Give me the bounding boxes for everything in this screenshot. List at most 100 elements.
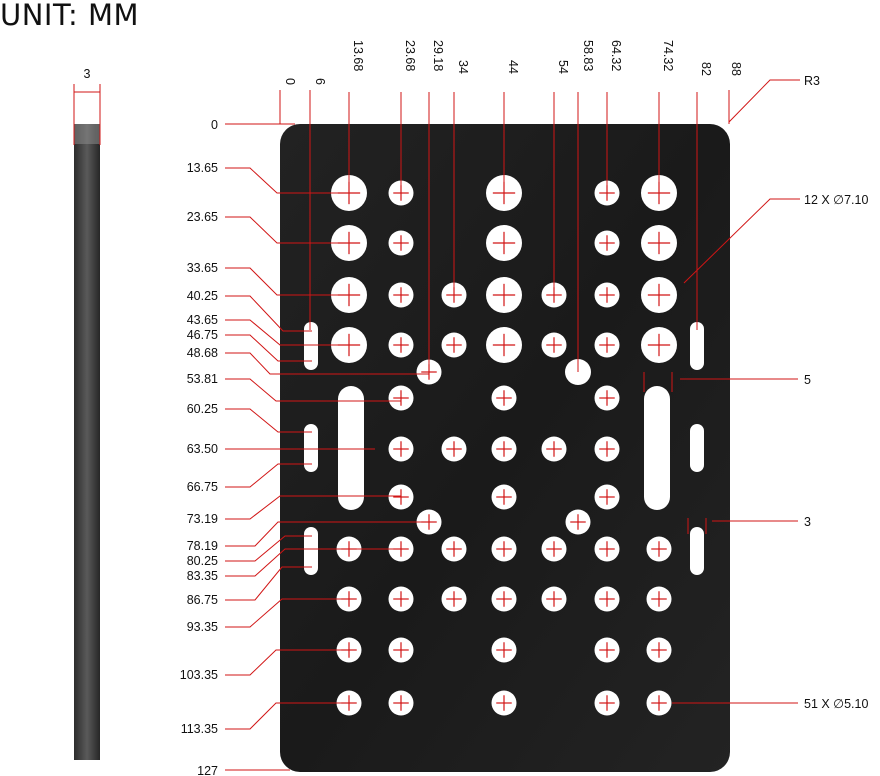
slot <box>304 322 318 370</box>
small-hole <box>594 332 620 358</box>
x-label: 74.32 <box>661 40 675 71</box>
small-hole <box>594 282 620 308</box>
y-label: 40.25 <box>187 289 218 303</box>
small-hole <box>646 690 672 716</box>
small-hole <box>594 637 620 663</box>
side-view-bar <box>74 124 100 760</box>
y-label: 43.65 <box>187 313 218 327</box>
small-hole <box>594 230 620 256</box>
y-label: 63.50 <box>187 442 218 456</box>
slot <box>690 527 704 575</box>
small-hole <box>541 436 567 462</box>
unit-title: UNIT: MM <box>0 0 140 32</box>
small-hole <box>388 282 414 308</box>
small-hole <box>594 690 620 716</box>
small-hole <box>594 385 620 411</box>
small-hole <box>388 637 414 663</box>
y-label: 127 <box>197 764 218 776</box>
holes <box>331 175 677 716</box>
x-label: 23.68 <box>403 40 417 71</box>
x-label: 13.68 <box>351 40 365 71</box>
y-label: 93.35 <box>187 620 218 634</box>
small-hole <box>388 436 414 462</box>
small-hole <box>388 586 414 612</box>
small-hole <box>594 436 620 462</box>
slot <box>338 386 364 510</box>
small-hole <box>441 436 467 462</box>
side-thickness-label: 3 <box>84 67 91 81</box>
y-label: 0 <box>211 118 218 132</box>
small-hole <box>388 690 414 716</box>
y-label: 80.25 <box>187 554 218 568</box>
x-leader-lines <box>279 90 730 372</box>
radius-callout: R3 <box>804 74 820 88</box>
small-hole <box>646 586 672 612</box>
large-hole <box>641 277 677 313</box>
slot <box>690 424 704 472</box>
small-hole <box>541 586 567 612</box>
y-label: 48.68 <box>187 346 218 360</box>
x-label: 82 <box>699 62 713 76</box>
small-holes-callout: 51 X ∅5.10 <box>804 697 868 711</box>
side-view: 3 <box>73 67 101 760</box>
x-dimension-labels: 0 6 13.68 23.68 29.18 34 44 54 58.83 64.… <box>283 40 743 85</box>
x-label: 6 <box>313 78 327 85</box>
x-label: 44 <box>506 60 520 74</box>
small-hole <box>541 332 567 358</box>
small-hole <box>388 385 414 411</box>
x-label: 29.18 <box>431 40 445 71</box>
slot-width-lower-callout: 3 <box>804 515 811 529</box>
small-hole <box>388 332 414 358</box>
small-hole <box>491 536 517 562</box>
large-hole <box>641 327 677 363</box>
plate <box>280 124 730 772</box>
x-label: 64.32 <box>609 40 623 71</box>
y-label: 13.65 <box>187 161 218 175</box>
small-hole <box>491 586 517 612</box>
large-hole <box>641 225 677 261</box>
y-label: 53.81 <box>187 372 218 386</box>
x-label: 0 <box>283 78 297 85</box>
slots <box>304 322 704 575</box>
y-dimension-labels: 0 13.65 23.65 33.65 40.25 43.65 46.75 48… <box>180 118 218 776</box>
side-view-top-highlight <box>74 124 100 144</box>
y-label: 23.65 <box>187 210 218 224</box>
large-hole <box>486 225 522 261</box>
x-label: 88 <box>729 62 743 76</box>
slot-width-upper-callout: 5 <box>804 373 811 387</box>
small-hole <box>541 536 567 562</box>
small-hole <box>491 484 517 510</box>
x-label: 58.83 <box>581 40 595 71</box>
callouts: R3 12 X ∅7.10 5 3 51 X ∅5.10 <box>643 74 868 711</box>
large-hole <box>486 277 522 313</box>
slot <box>304 527 318 575</box>
y-label: 66.75 <box>187 480 218 494</box>
small-hole <box>388 230 414 256</box>
slot <box>304 424 318 472</box>
y-label: 46.75 <box>187 328 218 342</box>
large-holes-callout: 12 X ∅7.10 <box>804 193 868 207</box>
y-label: 83.35 <box>187 569 218 583</box>
small-hole <box>646 536 672 562</box>
y-leader-lines <box>225 123 429 771</box>
small-hole <box>565 509 591 535</box>
small-hole <box>594 586 620 612</box>
x-label: 34 <box>456 60 470 74</box>
small-hole <box>594 536 620 562</box>
small-hole <box>594 484 620 510</box>
small-hole <box>441 536 467 562</box>
y-label: 78.19 <box>187 539 218 553</box>
small-hole <box>441 586 467 612</box>
slot <box>690 322 704 370</box>
y-label: 60.25 <box>187 402 218 416</box>
small-hole <box>491 436 517 462</box>
small-hole <box>388 484 414 510</box>
y-label: 113.35 <box>181 722 218 736</box>
small-hole <box>491 385 517 411</box>
small-hole <box>491 690 517 716</box>
large-hole <box>486 327 522 363</box>
slot <box>644 386 670 510</box>
y-label: 86.75 <box>187 593 218 607</box>
small-hole <box>388 180 414 206</box>
